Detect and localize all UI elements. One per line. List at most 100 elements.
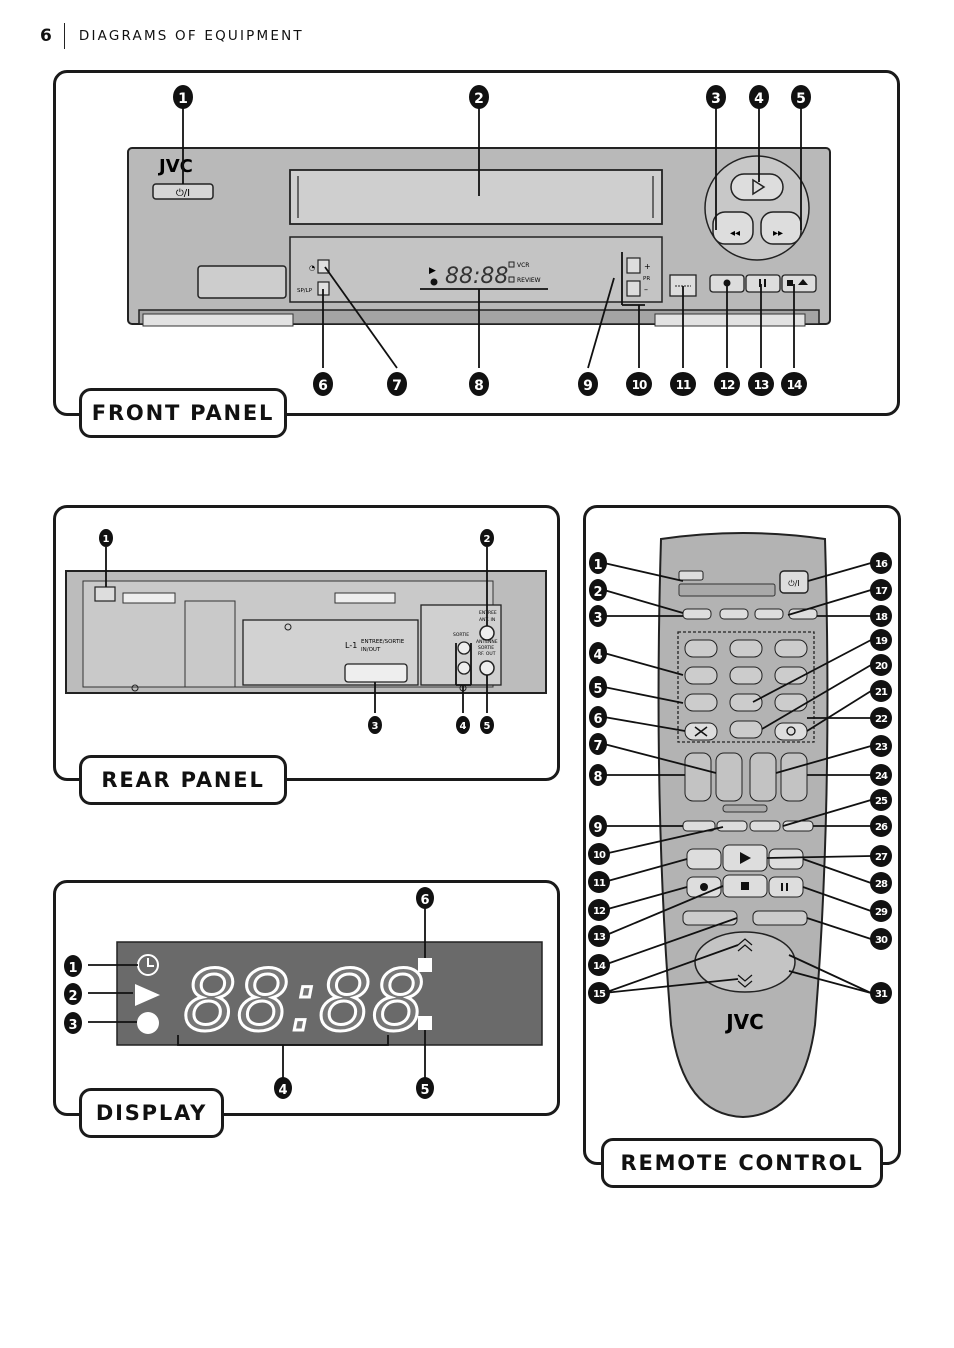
remote-callout-11: 11: [588, 871, 610, 893]
pause-button[interactable]: [745, 274, 781, 293]
svg-text:2: 2: [474, 91, 484, 107]
remote-row-9-mid-left[interactable]: [716, 820, 748, 832]
svg-text:27: 27: [875, 852, 888, 863]
svg-text:1: 1: [103, 534, 110, 545]
remote-navigation-ring[interactable]: [694, 931, 796, 993]
remote-callout-27: 27: [870, 845, 892, 867]
front-panel-diagram: JVC ⏻/I ◔ SP/LP ▶ 88:88 VCR REVIEW + PR …: [127, 85, 831, 396]
remote-callout-29: 29: [870, 900, 892, 922]
timer-button[interactable]: [317, 259, 330, 274]
remote-row-9-mid-right[interactable]: [749, 820, 781, 832]
front-callout-4: 4: [749, 85, 769, 109]
svg-text:19: 19: [875, 636, 888, 647]
audio-out-jack-2: [457, 661, 471, 675]
svg-text:3: 3: [593, 611, 602, 626]
remote-diagram: ⏻/I JVC: [588, 532, 892, 1119]
rear-callout-3: 3: [368, 716, 382, 734]
remote-callout-12: 12: [588, 899, 610, 921]
rear-callout-1: 1: [99, 529, 113, 547]
remote-callout-4: 4: [589, 642, 607, 664]
svg-text:ENTREE/SORTIE: ENTREE/SORTIE: [361, 639, 405, 645]
vcr-brand-logo: JVC: [157, 156, 193, 177]
svg-text:▶: ▶: [429, 266, 436, 276]
front-callout-9: 9: [578, 372, 598, 396]
svg-text:24: 24: [875, 771, 888, 782]
svg-text:6: 6: [420, 893, 429, 908]
front-callout-11: 11: [670, 372, 696, 396]
rewind-button[interactable]: [712, 211, 754, 245]
upper-indicator-square: [418, 958, 432, 972]
remote-callout-21: 21: [870, 680, 892, 702]
lower-indicator-square: [418, 1016, 432, 1030]
remote-number-keypad[interactable]: [684, 639, 808, 739]
svg-text:12: 12: [720, 378, 735, 392]
remote-ff-button[interactable]: [768, 848, 804, 870]
remote-button-row-1b[interactable]: [719, 608, 749, 620]
svg-text:5: 5: [420, 1083, 429, 1098]
svg-text:7: 7: [593, 739, 602, 754]
remote-callout-15: 15: [588, 982, 610, 1004]
svg-text:7: 7: [392, 378, 402, 394]
svg-text:11: 11: [676, 378, 691, 392]
svg-text:SORTIE: SORTIE: [478, 645, 494, 651]
svg-text:14: 14: [787, 378, 802, 392]
play-button[interactable]: [730, 173, 784, 201]
svg-text:1: 1: [178, 91, 188, 107]
remote-brand-logo: JVC: [724, 1010, 764, 1034]
power-button-label: ⏻/I: [176, 188, 190, 199]
remote-timer-button[interactable]: [774, 722, 808, 741]
lower-front-panel: [289, 236, 663, 303]
remote-button-row-1c[interactable]: [754, 608, 784, 620]
review-indicator: REVIEW: [517, 277, 541, 284]
page-title: DIAGRAMS OF EQUIPMENT: [78, 28, 304, 44]
svg-text:9: 9: [593, 821, 602, 836]
remote-callout-20: 20: [870, 654, 892, 676]
svg-text:26: 26: [875, 822, 888, 833]
svg-text:18: 18: [875, 612, 888, 623]
pr-minus-button[interactable]: [626, 280, 641, 297]
display-callout-5: 5: [416, 1077, 434, 1099]
left-window: [197, 265, 287, 299]
remote-ok-left-button[interactable]: [682, 910, 738, 926]
remote-callout-26: 26: [870, 815, 892, 837]
shuttle-ring: [704, 155, 810, 261]
remote-callout-2: 2: [589, 579, 607, 601]
svg-text:+: +: [644, 262, 651, 271]
remote-callout-22: 22: [870, 707, 892, 729]
svg-text:6: 6: [318, 378, 328, 394]
front-callout-13: 13: [748, 372, 774, 396]
rear-panel-diagram: L-1 ENTREE/SORTIE IN/OUT ENTREE ANT. IN …: [65, 529, 547, 734]
front-callout-1: 1: [173, 85, 193, 109]
remote-menu-button[interactable]: [752, 910, 808, 926]
svg-text:ANTENNE: ANTENNE: [476, 639, 498, 645]
remote-audio-rocker[interactable]: [780, 752, 808, 802]
svg-text:⏻/I: ⏻/I: [788, 579, 799, 588]
display-callout-3: 3: [64, 1012, 82, 1034]
stop-eject-button[interactable]: [781, 274, 817, 293]
remote-callout-24: 24: [870, 764, 892, 786]
svg-text:IN/OUT: IN/OUT: [361, 647, 381, 653]
remote-tv-channel-rocker[interactable]: [749, 752, 777, 802]
svg-text:30: 30: [875, 935, 888, 946]
front-callout-3: 3: [706, 85, 726, 109]
remote-button-row-1a[interactable]: [682, 608, 712, 620]
remote-panel-label: REMOTE CONTROL: [601, 1138, 883, 1188]
svg-text:15: 15: [593, 989, 606, 1000]
front-callout-2: 2: [469, 85, 489, 109]
pr-plus-button[interactable]: [626, 257, 641, 274]
remote-vcr-channel-rocker[interactable]: [715, 752, 743, 802]
remote-tv-volume-rocker[interactable]: [684, 752, 712, 802]
remote-power-button[interactable]: [779, 570, 809, 594]
remote-callout-17: 17: [870, 579, 892, 601]
audio-out-jack-1: [457, 641, 471, 655]
display-callout-4: 4: [274, 1077, 292, 1099]
remote-callout-3: 3: [589, 605, 607, 627]
front-callout-6: 6: [313, 372, 333, 396]
svg-text:16: 16: [875, 559, 888, 570]
front-callout-12: 12: [714, 372, 740, 396]
remote-rewind-button[interactable]: [686, 848, 722, 870]
display-screen: [116, 941, 543, 1046]
svg-text:1: 1: [593, 558, 602, 573]
remote-callout-19: 19: [870, 629, 892, 651]
antenna-out-jack: [479, 660, 495, 676]
